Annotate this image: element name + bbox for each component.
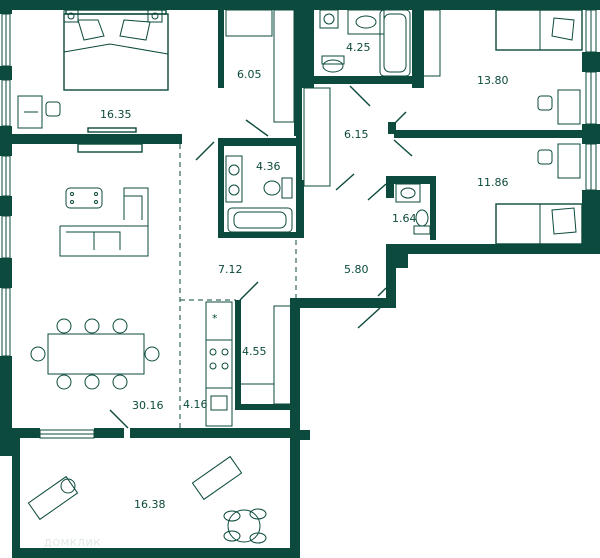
lounge-chair-icon (27, 455, 243, 521)
toilet-icon (321, 55, 345, 73)
area-label-bedroom-2: 13.80 (477, 74, 509, 87)
sink-icon (395, 183, 421, 203)
area-label-wardrobe-corridor: 6.15 (344, 128, 369, 141)
area-label-bedroom-3: 11.86 (477, 176, 509, 189)
area-label-wardrobe-2: 4.55 (242, 345, 267, 358)
desk-icon (537, 143, 581, 179)
nightstand-icon (63, 9, 163, 23)
wardrobe-hangers-icon (239, 305, 295, 407)
area-label-balcony: 16.38 (134, 498, 166, 511)
kitchen-unit-icon: * (205, 301, 233, 427)
dining-table-icon (30, 318, 160, 390)
desk-icon (537, 89, 581, 125)
area-label-hall: 7.12 (218, 263, 243, 276)
sink-icon (347, 9, 385, 35)
room-labels: 16.35 6.05 4.25 13.80 4.36 6.15 11.86 1.… (100, 41, 509, 511)
side-table-icon (60, 478, 76, 494)
coffee-table-icon (65, 187, 103, 209)
area-label-living-room: 30.16 (132, 399, 164, 412)
bathtub-icon (227, 207, 293, 233)
single-bed-icon (495, 9, 583, 51)
double-bed-icon (63, 9, 169, 91)
windows (1, 9, 597, 439)
stove-icon (209, 348, 229, 370)
wardrobe-hangers-icon (417, 9, 441, 77)
watermark: ДОМКЛИК (44, 538, 101, 549)
area-label-toilet: 1.64 (392, 212, 417, 225)
washing-machine-icon (319, 9, 339, 29)
doors (109, 85, 413, 429)
area-label-corridor: 5.80 (344, 263, 369, 276)
area-label-bedroom-1: 16.35 (100, 108, 132, 121)
toilet-icon (413, 209, 431, 235)
bathtub-icon (379, 9, 411, 77)
single-bed-icon (495, 203, 583, 245)
wardrobe-hangers-icon (303, 87, 331, 187)
svg-text:*: * (212, 312, 218, 325)
area-label-bathroom-2: 4.36 (256, 160, 281, 173)
area-label-bathroom-1: 4.25 (346, 41, 371, 54)
tv-icon (77, 127, 143, 153)
area-label-kitchen: 4.16 (183, 398, 208, 411)
zone-lines (179, 144, 297, 428)
sink-icon (225, 155, 243, 203)
area-label-wardrobe-1: 6.05 (237, 68, 262, 81)
plant-icon (223, 508, 267, 544)
sofa-icon (59, 187, 149, 257)
sink-icon (210, 395, 228, 411)
desk-icon (17, 95, 61, 129)
wardrobe-hangers-icon (225, 9, 295, 123)
toilet-icon (263, 177, 293, 199)
